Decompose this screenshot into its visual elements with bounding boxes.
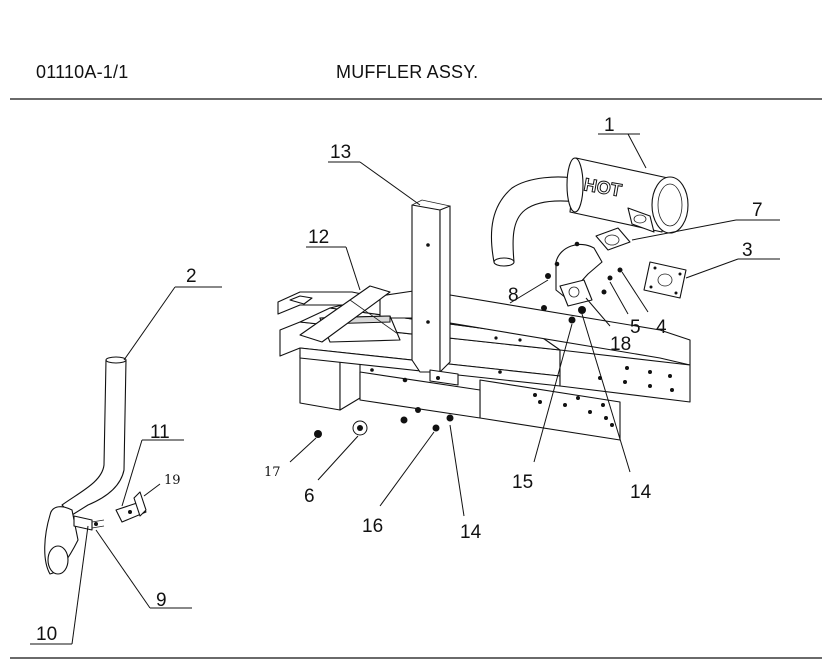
drawing-code: 01110A-1/1 [36, 62, 129, 82]
callout-18: 18 [610, 334, 631, 355]
callout-2: 2 [186, 266, 197, 287]
exhaust-pipe [44, 356, 147, 575]
callout-8: 8 [508, 285, 519, 306]
callout-1: 1 [604, 115, 615, 136]
callout-10: 10 [36, 624, 57, 645]
callout-11: 11 [150, 422, 170, 443]
callout-leaders [30, 133, 780, 645]
gasket-7 [595, 227, 631, 251]
callout-9: 9 [156, 590, 167, 611]
callout-6: 6 [304, 486, 315, 507]
callout-14-lower: 14 [460, 522, 482, 543]
frame-assembly [277, 199, 691, 441]
callout-12: 12 [308, 227, 329, 248]
callout-4: 4 [656, 317, 667, 338]
callout-5: 5 [630, 317, 641, 338]
callout-7: 7 [752, 200, 763, 221]
muffler: HOT [490, 157, 689, 267]
callout-3: 3 [742, 240, 753, 261]
plate-3 [643, 261, 687, 299]
drawing-title: MUFFLER ASSY. [336, 62, 479, 82]
callout-16: 16 [362, 516, 383, 537]
callout-19: 19 [164, 473, 181, 488]
hardware [314, 241, 623, 438]
callout-labels: 1 2 3 4 5 6 7 8 9 10 11 12 13 14 14 15 1… [36, 115, 763, 645]
callout-14-right: 14 [630, 482, 652, 503]
callout-17: 17 [264, 465, 281, 480]
callout-15: 15 [512, 472, 533, 493]
callout-13: 13 [330, 142, 351, 163]
